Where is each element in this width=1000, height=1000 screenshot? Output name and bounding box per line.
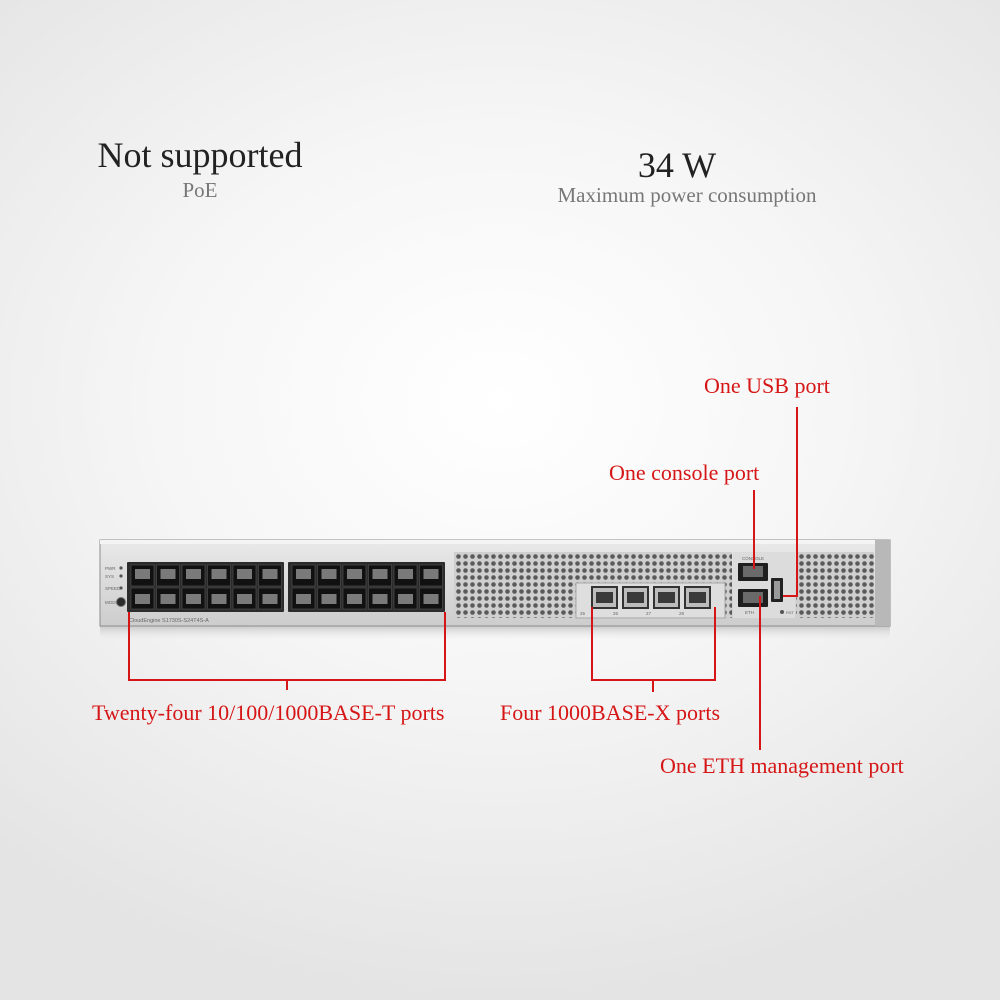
chassis-shadow: [100, 624, 890, 640]
rj45-port-contacts: [296, 569, 311, 579]
rj45-port-contacts: [211, 569, 227, 579]
pwr-led: [119, 566, 123, 570]
status-led-panel: PWR SYS SPEED MODE: [105, 566, 126, 607]
rj45-port-contacts: [347, 569, 362, 579]
sfp-label-25: 25: [580, 611, 586, 616]
led-label-mode: MODE: [105, 600, 119, 605]
mgmt-panel: [733, 552, 795, 618]
led-label-speed: SPEED: [105, 586, 121, 591]
usb-port-tongue: [774, 581, 780, 599]
rj45-port-contacts: [237, 569, 252, 579]
rj45-port-contacts: [423, 594, 439, 604]
rst-button[interactable]: [780, 610, 784, 614]
led-label-pwr: PWR: [105, 566, 116, 571]
power-label: Maximum power consumption: [557, 183, 817, 207]
led-label-sys: SYS: [105, 574, 114, 579]
power-value: 34 W: [637, 145, 717, 185]
vent-panel-right: [796, 552, 874, 618]
rj45-port-contacts: [186, 569, 201, 579]
rj45-port-contacts: [262, 594, 278, 604]
chassis-right-ear: [875, 540, 890, 626]
sfp-port-slot: [596, 592, 613, 603]
mode-button[interactable]: [116, 597, 126, 607]
callout-sfp: Four 1000BASE-X ports: [500, 700, 721, 725]
rj45-port-contacts: [237, 594, 252, 604]
speed-led: [119, 586, 123, 590]
rj45-port-contacts: [347, 594, 362, 604]
sfp-port-slot: [658, 592, 675, 603]
callout-eth: One ETH management port: [660, 753, 904, 778]
sfp-port-group: [591, 586, 711, 609]
sfp-label-27: 27: [646, 611, 652, 616]
callout-rj45: Twenty-four 10/100/1000BASE-T ports: [92, 700, 445, 725]
rj45-port-contacts: [372, 594, 388, 604]
chassis-top-edge: [100, 540, 890, 544]
rj45-port-contacts: [262, 569, 278, 579]
model-label: CloudEngine S1730S-S24T4S-A: [129, 618, 209, 624]
rst-label: RST: [786, 610, 795, 615]
callout-console: One console port: [609, 460, 760, 485]
rj45-port-contacts: [372, 569, 388, 579]
eth-label: ETH: [745, 610, 754, 615]
sfp-port-slot: [627, 592, 644, 603]
rj45-port-contacts: [398, 569, 413, 579]
sfp-label-26: 26: [613, 611, 619, 616]
poe-label: PoE: [182, 178, 218, 202]
rj45-port-contacts: [398, 594, 413, 604]
rj45-port-contacts: [160, 569, 176, 579]
poe-value: Not supported: [97, 135, 303, 175]
rj45-port-contacts: [321, 594, 337, 604]
rj45-port-contacts: [160, 594, 176, 604]
callout-lines: [128, 407, 798, 750]
eth-port-contacts: [743, 592, 763, 603]
rj45-port-contacts: [135, 594, 150, 604]
console-port-contacts: [743, 566, 763, 577]
rj45-port-contacts: [135, 569, 150, 579]
callout-usb: One USB port: [704, 373, 830, 398]
sfp-label-28: 28: [679, 611, 685, 616]
rj45-port-contacts: [186, 594, 201, 604]
rj45-port-contacts: [321, 569, 337, 579]
usb-pointer-line: [783, 407, 798, 597]
rj45-port-group: [130, 564, 443, 610]
sys-led: [119, 574, 123, 578]
sfp-port-slot: [689, 592, 706, 603]
rj45-port-contacts: [296, 594, 311, 604]
rj45-port-contacts: [423, 569, 439, 579]
rj45-port-contacts: [211, 594, 227, 604]
